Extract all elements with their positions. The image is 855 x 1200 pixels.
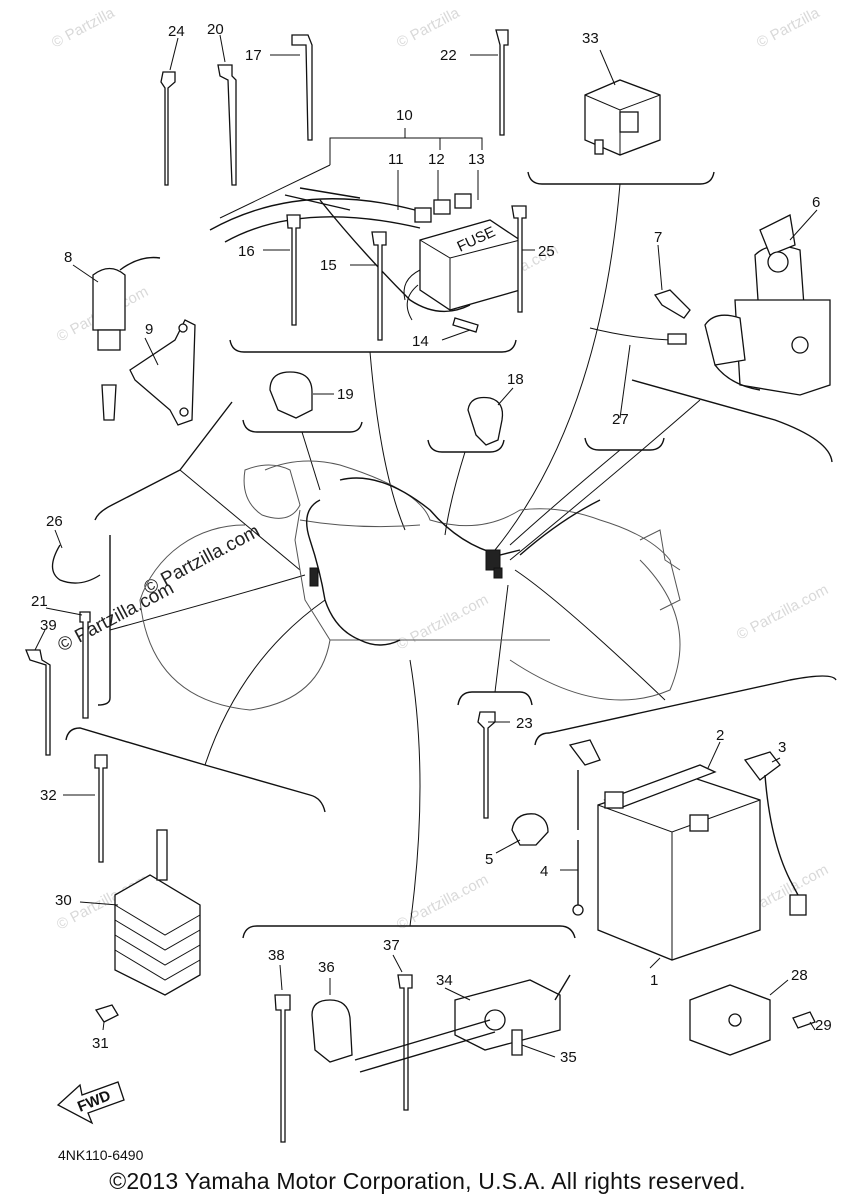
- fuse-box-group: FUSE: [209, 128, 521, 333]
- callout-11: 11: [388, 151, 404, 168]
- watermark: © Partzilla.com: [394, 871, 491, 933]
- callout-25: 25: [538, 243, 555, 260]
- callout-36: 36: [318, 959, 335, 976]
- callout-9: 9: [145, 321, 153, 338]
- watermark: © Partzilla.com: [394, 591, 491, 653]
- clamps: [51, 371, 549, 1063]
- cable-ties: [25, 29, 687, 1143]
- callout-22: 22: [440, 47, 457, 64]
- fwd-arrow: FWD: [56, 1081, 125, 1125]
- main-switch-6: [653, 214, 831, 396]
- callout-31: 31: [92, 1035, 109, 1052]
- callout-16: 16: [238, 243, 255, 260]
- callout-32: 32: [40, 787, 57, 804]
- copyright-notice: ©2013 Yamaha Motor Corporation, U.S.A. A…: [109, 1168, 746, 1194]
- callout-8: 8: [64, 249, 72, 266]
- callout-33: 33: [582, 30, 599, 47]
- callout-numbers: 1 2 3 4 5 6 7 8 9 10 11 12 13 14 15 16 1…: [31, 21, 832, 1066]
- callout-26: 26: [46, 513, 63, 530]
- neutral-switch-8-9: [92, 256, 196, 426]
- callout-21: 21: [31, 593, 48, 610]
- callout-38: 38: [268, 947, 285, 964]
- callout-34: 34: [436, 972, 453, 989]
- callout-7: 7: [654, 229, 662, 246]
- callout-leaders: [34, 34, 818, 1058]
- callout-5: 5: [485, 851, 493, 868]
- group-brackets: [65, 171, 837, 939]
- callout-18: 18: [507, 371, 524, 388]
- callout-39: 39: [40, 617, 57, 634]
- motorcycle-outline: [139, 460, 681, 711]
- callout-20: 20: [207, 21, 224, 38]
- callout-4: 4: [540, 863, 548, 880]
- callout-15: 15: [320, 257, 337, 274]
- callout-6: 6: [812, 194, 820, 211]
- watermark: © Partzilla: [754, 4, 823, 52]
- watermark: © Partzilla.com: [54, 578, 177, 657]
- callout-28: 28: [791, 967, 808, 984]
- callout-27: 27: [612, 411, 629, 428]
- diagram-code: 4NK110-6490: [58, 1147, 144, 1163]
- wiring-harness: [306, 477, 601, 646]
- callout-37: 37: [383, 937, 400, 954]
- callout-14: 14: [412, 333, 429, 350]
- parts-diagram: © Partzilla © Partzilla © Partzilla © Pa…: [25, 4, 837, 1143]
- callout-3: 3: [778, 739, 786, 756]
- callout-23: 23: [516, 715, 533, 732]
- callout-17: 17: [245, 47, 262, 64]
- callout-35: 35: [560, 1049, 577, 1066]
- rectifier-30: [94, 829, 201, 1023]
- callout-24: 24: [168, 23, 185, 40]
- callout-12: 12: [428, 151, 445, 168]
- callout-10: 10: [396, 107, 413, 124]
- callout-2: 2: [716, 727, 724, 744]
- callout-29: 29: [815, 1017, 832, 1034]
- watermark: © Partzilla: [49, 4, 118, 52]
- watermark: © Partzilla.com: [734, 581, 831, 643]
- watermark: © Partzilla: [394, 4, 463, 52]
- callout-13: 13: [468, 151, 485, 168]
- callout-1: 1: [650, 972, 658, 989]
- relay-33: [584, 79, 661, 156]
- callout-30: 30: [55, 892, 72, 909]
- sensor-34-group: [354, 974, 816, 1073]
- battery-group: [568, 739, 807, 961]
- callout-19: 19: [337, 386, 354, 403]
